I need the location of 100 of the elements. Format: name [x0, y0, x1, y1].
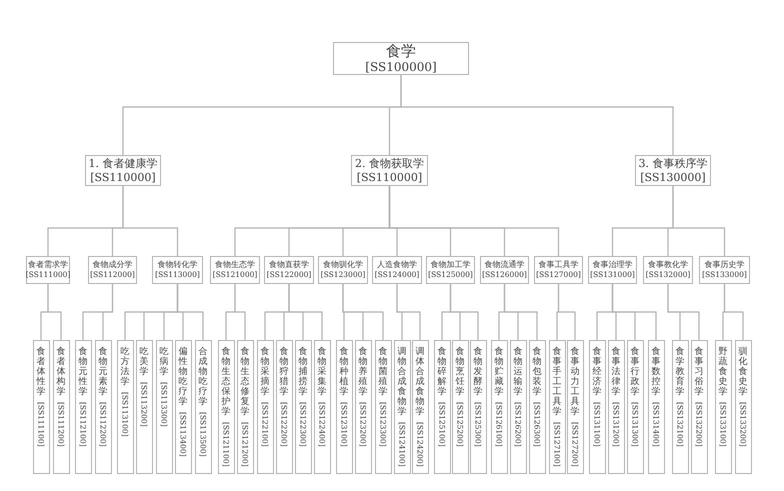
discipline-box	[714, 340, 732, 474]
discipline-box	[510, 340, 526, 474]
discipline-name: 食物流通学	[484, 260, 524, 270]
subcategory-box	[588, 256, 637, 284]
connector-line	[504, 284, 538, 340]
discipline-name: 食事行政学	[630, 347, 640, 397]
discipline-box	[94, 340, 112, 474]
connector-line	[672, 186, 726, 256]
discipline-box	[174, 340, 192, 474]
discipline-box	[314, 340, 330, 474]
discipline-name: 野蔬食史学	[718, 347, 728, 397]
connector-line	[47, 284, 62, 340]
discipline-name: 食者需求学	[28, 260, 68, 270]
connector-line	[558, 284, 576, 340]
connector-line	[342, 284, 384, 340]
discipline-box	[528, 340, 546, 474]
discipline-box	[412, 340, 428, 474]
discipline-box	[672, 340, 688, 474]
discipline-name: 2. 食物获取学	[355, 156, 424, 170]
subcategory-box	[480, 256, 529, 284]
discipline-name: 食物元素学	[98, 347, 108, 397]
discipline-box	[734, 340, 752, 474]
discipline-name: 食者体性学	[36, 347, 46, 397]
discipline-box	[608, 340, 624, 474]
discipline-box	[374, 340, 392, 474]
discipline-box	[256, 340, 274, 474]
subcategory-box	[318, 256, 368, 284]
discipline-box	[32, 340, 50, 474]
discipline-name: 1. 食者健康学	[88, 156, 158, 170]
discipline-box	[690, 340, 708, 474]
discipline-name: 食事手工工具学	[552, 347, 562, 417]
discipline-name: 食物转化学	[158, 260, 198, 270]
subcategory-box	[210, 256, 260, 284]
discipline-name: 食物狩猎学	[280, 347, 288, 397]
discipline-code: [SS130000]	[640, 170, 706, 184]
subcategory-box	[643, 256, 693, 284]
category-box	[351, 155, 428, 186]
discipline-code: [SS100000]	[365, 60, 437, 76]
discipline-box	[218, 340, 234, 474]
discipline-name: 食物加工学	[430, 260, 470, 270]
discipline-box	[294, 340, 312, 474]
discipline-name: 食物种植学	[340, 347, 348, 397]
discipline-box	[194, 340, 212, 474]
discipline-name: 食物包装学	[532, 347, 542, 397]
discipline-box	[136, 340, 152, 474]
subcategory-box	[152, 256, 203, 284]
discipline-name: 食事历史学	[704, 260, 744, 270]
connector-line	[102, 284, 114, 340]
discipline-name: 食物烹饪学	[456, 347, 464, 397]
discipline-box	[74, 340, 92, 474]
connector-line	[176, 284, 204, 340]
discipline-name: 食者体构学	[56, 347, 66, 397]
root-box	[333, 42, 469, 75]
discipline-name: 食事动力工具学	[570, 347, 580, 417]
discipline-name: 偏性物吃疗学	[178, 347, 188, 407]
discipline-name: 食物养殖学	[358, 347, 368, 397]
discipline-name: 食物直获学	[269, 260, 309, 270]
discipline-name: 吃美学	[140, 347, 148, 377]
discipline-name: 人造食物学	[377, 260, 417, 270]
connector-line	[288, 284, 323, 340]
discipline-name: 食事治理学	[592, 260, 632, 270]
category-box	[85, 155, 161, 186]
discipline-name: 食物驯化学	[323, 260, 363, 270]
subcategory-box	[264, 256, 314, 284]
discipline-name: 食物元性学	[78, 347, 88, 397]
discipline-code: [SS110000]	[90, 170, 156, 184]
discipline-name: 食物发酵学	[474, 347, 482, 397]
connector-line	[400, 75, 674, 155]
discipline-name: 食事工具学	[538, 260, 578, 270]
discipline-box	[588, 340, 606, 474]
discipline-name: 合成物吃疗学	[198, 347, 208, 407]
discipline-name: 食事法律学	[612, 347, 620, 397]
discipline-box	[434, 340, 450, 474]
discipline-name: 吃方法学	[120, 347, 130, 387]
discipline-box	[452, 340, 468, 474]
category-box	[635, 155, 711, 186]
discipline-name: 食事经济学	[592, 347, 602, 397]
discipline-name: 3. 食事秩序学	[638, 156, 708, 170]
discipline-name: 驯化食史学	[738, 347, 748, 397]
discipline-box	[566, 340, 584, 474]
discipline-box	[490, 340, 508, 474]
discipline-box	[648, 340, 664, 474]
discipline-name: 调物合成食物学	[398, 347, 406, 417]
subcategory-box	[372, 256, 422, 284]
discipline-name: 食物生态修复学	[240, 347, 250, 417]
connector-line	[122, 186, 178, 256]
subcategory-box	[26, 256, 70, 284]
discipline-box	[470, 340, 486, 474]
discipline-box	[626, 340, 644, 474]
discipline-box	[116, 340, 134, 474]
discipline-box	[156, 340, 172, 474]
connector-line	[396, 284, 421, 340]
discipline-name: 食物菌殖学	[378, 347, 388, 397]
discipline-name: 吃病学	[160, 347, 168, 377]
discipline-name: 食物生态学	[215, 260, 255, 270]
subcategory-box	[88, 256, 137, 284]
discipline-box	[394, 340, 410, 474]
discipline-box	[276, 340, 292, 474]
connector-line	[667, 284, 700, 340]
discipline-name: 食物运输学	[514, 347, 522, 397]
